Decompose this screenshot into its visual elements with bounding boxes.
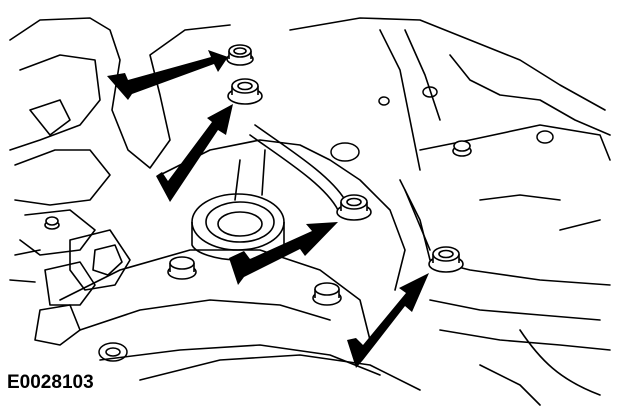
plug-features	[98, 86, 554, 362]
bolts	[44, 44, 472, 306]
bolt-7	[452, 140, 472, 157]
arrow-4	[347, 273, 429, 368]
bolt-5	[167, 256, 197, 280]
arrows	[107, 50, 429, 368]
bolt-3	[336, 194, 372, 221]
figure-id-label: E0028103	[4, 372, 97, 394]
bolt-6	[312, 282, 342, 306]
bolt-1	[226, 44, 254, 66]
arrow-2	[156, 104, 233, 202]
arrow-3	[229, 222, 338, 285]
bolt-4	[428, 246, 464, 273]
bolt-2	[227, 78, 263, 105]
arrow-1	[107, 50, 228, 100]
transmission-housing	[9, 17, 611, 406]
bolt-8	[44, 216, 60, 230]
